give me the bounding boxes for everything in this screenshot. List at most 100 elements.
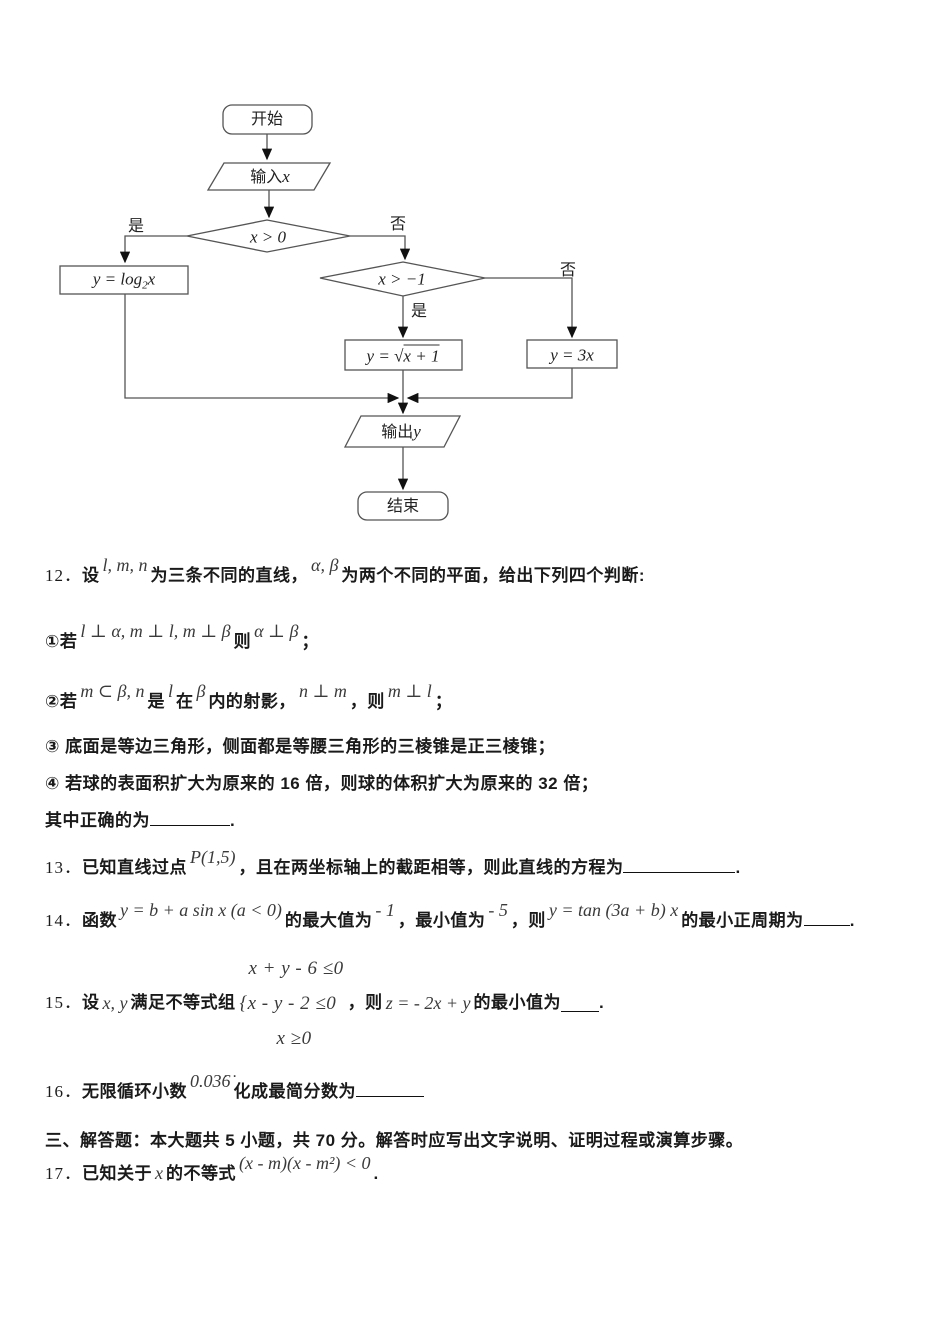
output-label-text: 输出 [381, 424, 414, 441]
math-run: m ⊥ l [387, 681, 432, 702]
text-run: ③ 底面是等边三角形，侧面都是等腰三角形的三棱锥是正三棱锥； [45, 737, 556, 756]
text-run: 的不等式 [166, 1164, 236, 1183]
text-run: ②若 [45, 692, 78, 711]
statement-2: ②若m ⊂ β, n是l在β内的射影，n ⊥ m，则m ⊥ l； [45, 681, 453, 715]
text-run: . [373, 1164, 379, 1183]
problem-number: 14． [45, 911, 82, 930]
text-run: 设 [82, 993, 100, 1012]
connector-yes1 [119, 235, 187, 264]
sqrt-sign: √ [394, 346, 404, 366]
problem-12-intro: 12．设l, m, n为三条不同的直线，α, β为两个不同的平面，给出下列四个判… [45, 555, 646, 589]
math-run: 0.03̇6̇ [190, 1071, 231, 1092]
answer-blank [356, 1078, 424, 1097]
problem-12-answer-line: 其中正确的为. [45, 807, 235, 834]
text-run: ，则 [347, 993, 383, 1012]
connector-merge-left [124, 294, 400, 404]
statement-4: ④ 若球的表面积扩大为原来的 16 倍，则球的体积扩大为原来的 32 倍； [45, 771, 598, 797]
text-run: ； [301, 632, 319, 651]
math-run: - 5 [488, 900, 508, 921]
problem-number: 16． [45, 1082, 82, 1101]
problem-number: 15． [45, 993, 82, 1012]
log-node [59, 265, 189, 295]
math-run: l ⊥ α, m ⊥ l, m ⊥ β [80, 621, 231, 642]
system-row: x + y - 6 ≤0 [248, 957, 344, 979]
text-run: 化成最简分数为 [233, 1082, 356, 1101]
inequality-system: x + y - 6 ≤0 {x - y - 2 ≤0 x ≥0 [239, 951, 343, 1056]
answer-blank [803, 907, 850, 926]
section-3-header: 三、解答题：本大题共 5 小题，共 70 分。解答时应写出文字说明、证明过程或演… [45, 1128, 743, 1154]
text-run: 三、解答题：本大题共 5 小题，共 70 分。解答时应写出文字说明、证明过程或演… [45, 1131, 744, 1150]
text-run: . [230, 810, 236, 830]
text-run: ； [434, 692, 453, 711]
math-run: x, y [102, 993, 128, 1013]
math-run: - 1 [375, 900, 395, 921]
input-label: 输入x [250, 168, 290, 186]
yes-label-2: 是 [410, 303, 428, 320]
math-run: β [196, 681, 206, 702]
decision1-label: x > 0 [249, 227, 287, 247]
linear-node [526, 339, 618, 369]
text-run: 已知关于 [82, 1164, 152, 1183]
text-run: ，则 [349, 692, 385, 711]
output-variable: y [413, 422, 421, 441]
answer-blank [560, 994, 599, 1013]
input-node [206, 162, 332, 191]
text-run: 满足不等式组 [130, 993, 236, 1012]
statement-1: ①若l ⊥ α, m ⊥ l, m ⊥ β则α ⊥ β； [45, 621, 319, 655]
log-post: x [147, 269, 156, 289]
sqrt-label: y = √x + 1 [367, 344, 440, 366]
text-run: 为两个不同的平面，给出下列四个判断: [341, 566, 646, 585]
answer-blank [150, 807, 230, 826]
math-run: y = b + a sin x (a < 0) [120, 900, 282, 921]
math-run: α ⊥ β [254, 621, 299, 642]
math-run: (x - m)(x - m²) < 0 [239, 1153, 371, 1174]
input-label-text: 输入 [250, 169, 283, 186]
math-run: l [167, 681, 173, 702]
system-row: {x - y - 2 ≤0 [239, 992, 337, 1014]
math-run: y = tan (3a + b) x [548, 900, 679, 921]
problem-14: 14．函数y = b + a sin x (a < 0)的最大值为- 1，最小值… [45, 900, 855, 934]
system-row: x ≥0 [276, 1027, 312, 1049]
no-label-2: 否 [559, 262, 577, 279]
text-run: 其中正确的为 [45, 810, 150, 830]
log-subscript: 2 [142, 279, 148, 292]
no-label-1: 否 [389, 216, 407, 233]
yes-label-1: 是 [127, 218, 145, 235]
text-run: 在 [175, 692, 194, 711]
decision1-node [186, 219, 351, 253]
text-run: 的最小正周期为 [681, 911, 804, 930]
text-run: ①若 [45, 632, 78, 651]
text-run: ，最小值为 [397, 911, 486, 930]
text-run: 是 [147, 692, 165, 711]
text-run: 的最小值为 [473, 993, 561, 1012]
text-run: 函数 [82, 911, 117, 930]
text-run: ，且在两坐标轴上的截距相等，则此直线的方程为 [238, 858, 624, 877]
start-label: 开始 [250, 111, 284, 128]
output-node [343, 415, 462, 448]
text-run: 已知直线过点 [82, 858, 187, 877]
text-run: 为三条不同的直线， [150, 566, 308, 585]
math-run: m ⊂ β, n [80, 681, 145, 702]
problem-number: 12． [45, 566, 82, 585]
text-run: 则 [233, 632, 252, 651]
log-pre: y = log [92, 269, 143, 289]
end-label: 结束 [386, 498, 420, 515]
math-run: n ⊥ m [298, 681, 347, 702]
text-run: . [735, 858, 741, 877]
problem-number: 13． [45, 858, 82, 877]
linear-label: y = 3x [550, 345, 594, 365]
connector-no2 [485, 277, 578, 339]
log-label: y = log2x [93, 271, 155, 292]
output-label: 输出y [381, 423, 421, 441]
decision2-label: x > −1 [378, 269, 426, 289]
text-run: . [598, 993, 605, 1012]
flowchart-canvas [59, 104, 618, 521]
problem-number: 17． [45, 1164, 82, 1183]
text-run: 无限循环小数 [82, 1082, 187, 1101]
connector-no1 [350, 235, 411, 261]
math-run: x [155, 1163, 163, 1183]
text-run: ④ 若球的表面积扩大为原来的 16 倍，则球的体积扩大为原来的 32 倍； [45, 774, 599, 793]
